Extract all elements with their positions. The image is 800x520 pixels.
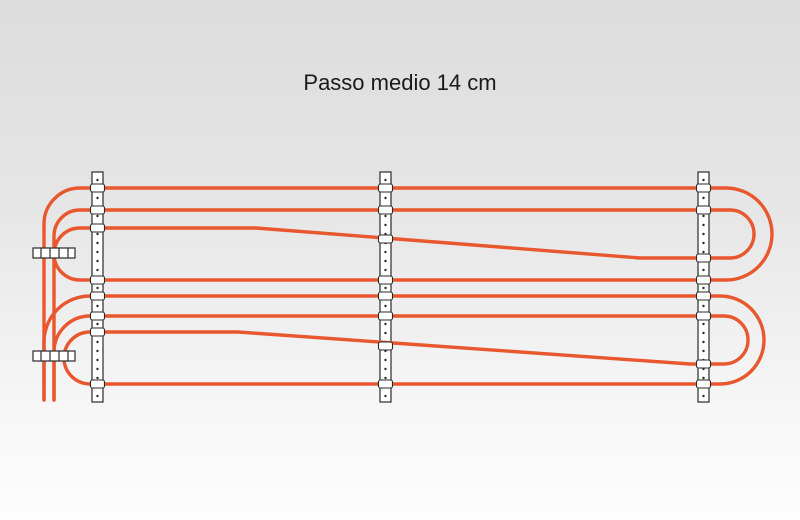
rail-dot [384, 268, 387, 272]
rail-dot [96, 376, 99, 380]
connector-upper [32, 247, 76, 259]
pipe-upper-outer [42, 186, 774, 402]
rail-dot [96, 268, 99, 272]
rail-dot [96, 394, 99, 398]
rail-dot [384, 286, 387, 290]
rail-dot [702, 214, 705, 218]
pipe-clip-icon [695, 311, 712, 321]
rail-dot [702, 268, 705, 272]
rail-dot [702, 349, 705, 353]
pipe-clip-icon [695, 275, 712, 285]
rail-dot [384, 304, 387, 308]
rail-dot [384, 376, 387, 380]
rail-dot [96, 340, 99, 344]
heating-pipe [42, 186, 774, 402]
rail-dot [96, 250, 99, 254]
diagram-title: Passo medio 14 cm [303, 70, 497, 95]
pipe-clip-icon [695, 253, 712, 263]
rail-dot [384, 250, 387, 254]
rail-dot [96, 214, 99, 218]
rail-dot [702, 178, 705, 182]
rail-dot [96, 304, 99, 308]
pipe-clip-icon [89, 183, 106, 193]
rail-dot [384, 394, 387, 398]
rail-dot [702, 241, 705, 245]
rail-dot [96, 358, 99, 362]
rail-dot [702, 340, 705, 344]
rail-dot [384, 223, 387, 227]
rail-dot [384, 196, 387, 200]
rail-dot [702, 322, 705, 326]
connector-lower [32, 350, 76, 362]
rail-dot [702, 376, 705, 380]
pipe-clip-icon [377, 183, 394, 193]
pipe-clips [89, 183, 712, 389]
rail-dot [702, 232, 705, 236]
rail-dot [96, 178, 99, 182]
pipe-lower-outer [42, 294, 766, 402]
pipe-clip-icon [89, 291, 106, 301]
rail-dot [702, 250, 705, 254]
rail-dot [702, 394, 705, 398]
rail-dot [702, 286, 705, 290]
pipe-clip-icon [89, 275, 106, 285]
pipe-clip-icon [377, 291, 394, 301]
rail-dot [96, 349, 99, 353]
rail-dot [96, 241, 99, 245]
rail-dot [96, 322, 99, 326]
pipe-clip-icon [377, 341, 394, 351]
pipe-clip-icon [89, 205, 106, 215]
rail-dot [96, 286, 99, 290]
rail-dot [702, 223, 705, 227]
pipe-clip-icon [377, 205, 394, 215]
rail-dot [384, 367, 387, 371]
pipe-clip-icon [695, 205, 712, 215]
support-rails [91, 171, 710, 403]
pipe-clip-icon [695, 291, 712, 301]
pipe-clip-icon [377, 234, 394, 244]
pipe-clip-icon [377, 275, 394, 285]
rail-dot [384, 331, 387, 335]
rail-dot [96, 232, 99, 236]
rail-dot [96, 196, 99, 200]
rail-dot [384, 259, 387, 263]
rail-dot [702, 196, 705, 200]
pipe-clip-icon [89, 311, 106, 321]
rail-dot [702, 331, 705, 335]
pipe-clip-icon [89, 327, 106, 337]
pipe-clip-icon [89, 379, 106, 389]
pipe-clip-icon [695, 379, 712, 389]
rail-dot [96, 367, 99, 371]
pipe-clip-icon [89, 223, 106, 233]
rail-dot [384, 358, 387, 362]
rail-dot [384, 178, 387, 182]
rail-dot [384, 214, 387, 218]
rail-dot [384, 322, 387, 326]
pipe-clip-icon [377, 311, 394, 321]
rail-perforations [96, 178, 705, 398]
pipe-clip-icon [377, 379, 394, 389]
manifold-connectors [32, 247, 76, 362]
pipe-clip-icon [695, 359, 712, 369]
rail-dot [96, 259, 99, 263]
pipe-clip-icon [695, 183, 712, 193]
rail-dot [702, 304, 705, 308]
